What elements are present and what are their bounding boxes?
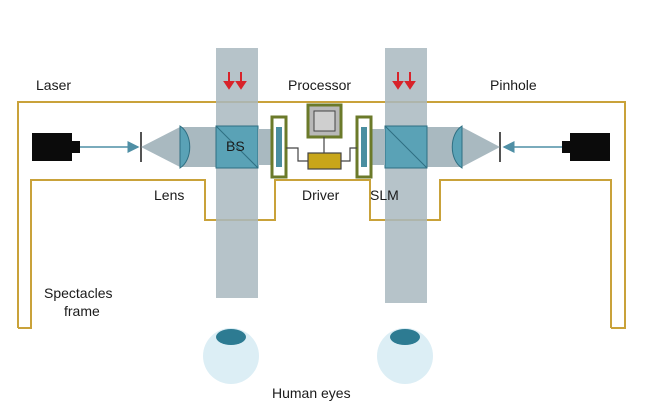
left-lens bbox=[179, 125, 191, 169]
label-human-eyes: Human eyes bbox=[272, 385, 351, 401]
label-lens: Lens bbox=[154, 187, 184, 203]
laser-source-icon bbox=[32, 133, 80, 161]
slm-left bbox=[270, 115, 288, 179]
eye-right bbox=[377, 328, 433, 384]
left-beam-column bbox=[216, 48, 258, 298]
label-processor: Processor bbox=[288, 77, 351, 93]
down-arrows-icon bbox=[223, 72, 416, 90]
label-pinhole: Pinhole bbox=[490, 77, 537, 93]
label-laser: Laser bbox=[36, 77, 71, 93]
label-driver: Driver bbox=[302, 187, 340, 203]
driver-wiring bbox=[286, 147, 357, 162]
right-beam-column bbox=[385, 48, 427, 303]
slm-right bbox=[355, 115, 373, 179]
eye-left bbox=[203, 328, 259, 384]
left-optical-path bbox=[141, 125, 272, 169]
label-slm: SLM bbox=[370, 187, 399, 203]
right-optical-path bbox=[371, 125, 500, 169]
spectacles-frame bbox=[17, 101, 626, 329]
label-spectacles-line2: frame bbox=[64, 303, 100, 319]
right-lens bbox=[451, 125, 463, 169]
processor-unit bbox=[306, 103, 343, 139]
label-bs: BS bbox=[226, 138, 245, 154]
driver-unit bbox=[307, 152, 342, 170]
laser-source-icon bbox=[562, 133, 610, 161]
label-spectacles-line1: Spectacles bbox=[44, 285, 112, 301]
